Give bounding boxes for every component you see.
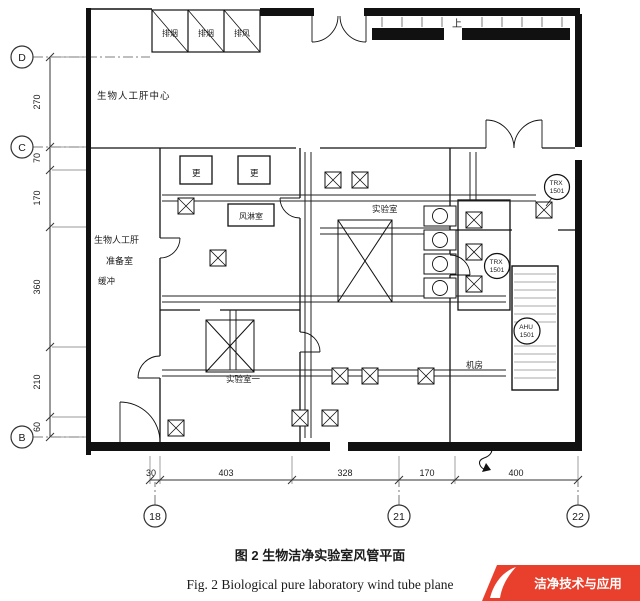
diffuser-icon <box>331 367 349 385</box>
room-label-air-shower: 风淋室 <box>239 211 263 221</box>
caption-english: Fig. 2 Biological pure laboratory wind t… <box>187 577 454 592</box>
fan-icon <box>423 253 457 275</box>
door-swings <box>119 15 543 443</box>
room-label-lab-left: 实验室一 <box>226 374 261 384</box>
diffuser-icon <box>324 171 342 189</box>
dim-bottom-400: 400 <box>508 468 523 478</box>
room-label-up: 上 <box>452 18 462 30</box>
diffuser-icon <box>177 197 195 215</box>
grid-col-22: 22 <box>572 511 584 523</box>
caption-chinese: 图 2 生物洁净实验室风管平面 <box>235 548 405 563</box>
duct-runs <box>162 152 536 438</box>
dim-left-60: 60 <box>32 422 42 432</box>
diffuser-icon <box>465 243 483 261</box>
interior-walls <box>91 147 575 442</box>
trx-tag-mid: TRX 1501 <box>490 259 505 274</box>
grid-col-21: 21 <box>393 511 405 523</box>
dimension-line-bottom <box>145 475 583 485</box>
room-label-exhaust3: 排风 <box>234 28 250 38</box>
dim-bottom-30: 30 <box>146 468 156 478</box>
dim-left-170: 170 <box>32 190 42 205</box>
diffuser-icon <box>167 419 185 437</box>
dim-left-360: 360 <box>32 279 42 294</box>
diffuser-icon <box>291 409 309 427</box>
caption: 图 2 生物洁净实验室风管平面 Fig. 2 Biological pure l… <box>187 548 454 592</box>
exhaust-shafts <box>151 9 261 53</box>
brand-banner <box>482 565 640 601</box>
dim-bottom-170: 170 <box>419 468 434 478</box>
room-label-machine-room: 机房 <box>466 360 483 370</box>
trx-tag-top: TRX 1501 <box>550 180 565 195</box>
room-label-change2: 更 <box>250 168 259 178</box>
grid-bubbles: D C B 18 21 22 <box>10 45 590 528</box>
dim-bottom-328: 328 <box>337 468 352 478</box>
dim-left-70: 70 <box>32 153 42 163</box>
plenum-boxes <box>205 219 393 373</box>
fan-icon <box>423 205 457 227</box>
room-label-prep-1: 生物人工肝 <box>94 234 139 245</box>
diffuser-icon <box>417 367 435 385</box>
fan-units <box>423 205 457 299</box>
fan-icon <box>423 277 457 299</box>
dimension-line-left <box>45 52 55 442</box>
stair-treads <box>381 17 563 27</box>
brand-logo: 洁净技术与应用 <box>482 565 640 601</box>
dim-bottom-403: 403 <box>218 468 233 478</box>
room-labels: 排烟 排烟 排风 上 生物人工肝中心 生物人工肝 准备室 缓冲 更 更 风淋室 … <box>94 18 483 384</box>
dim-left-210: 210 <box>32 374 42 389</box>
room-label-change1: 更 <box>192 168 201 178</box>
room-label-lab-right: 实验室 <box>372 204 398 214</box>
flex-duct-squiggle <box>479 443 493 472</box>
room-label-exhaust2: 排烟 <box>198 28 214 38</box>
diffuser-icon <box>321 409 339 427</box>
diffuser-icon <box>465 275 483 293</box>
diffusers <box>167 171 553 437</box>
grid-row-d: D <box>18 52 26 64</box>
diffuser-icon <box>535 201 553 219</box>
room-label-exhaust1: 排烟 <box>162 28 178 38</box>
dimension-labels: 270 70 170 360 210 60 30 403 328 170 400 <box>32 94 524 478</box>
ahu-tag: AHU 1501 <box>519 324 535 339</box>
grid-row-b: B <box>18 432 25 444</box>
grid-row-c: C <box>18 142 26 154</box>
outer-walls <box>86 8 582 455</box>
diffuser-icon <box>209 249 227 267</box>
diffuser-icon <box>465 211 483 229</box>
grid-col-18: 18 <box>149 511 161 523</box>
room-label-prep-2: 准备室 <box>106 255 133 266</box>
equipment-tags: TRX 1501 TRX 1501 AHU 1501 <box>483 173 571 345</box>
diffuser-icon <box>361 367 379 385</box>
dim-left-270: 270 <box>32 94 42 109</box>
diffuser-icon <box>351 171 369 189</box>
fan-icon <box>423 229 457 251</box>
brand-swoosh-icon <box>490 567 516 598</box>
brand-name: 洁净技术与应用 <box>534 576 622 591</box>
room-label-buffer: 缓冲 <box>98 276 115 286</box>
room-label-liver-center: 生物人工肝中心 <box>97 90 171 102</box>
